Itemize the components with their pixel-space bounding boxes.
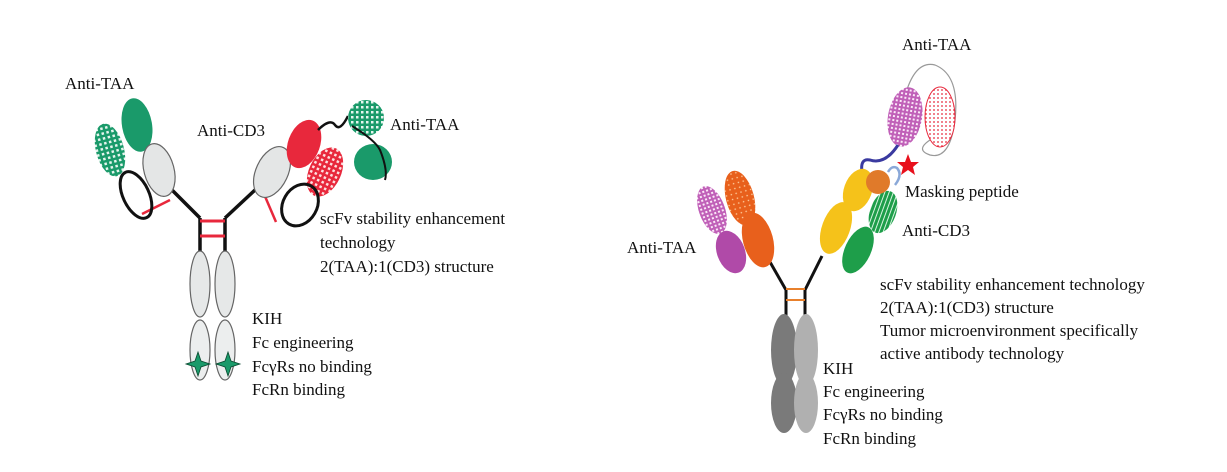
linker bbox=[768, 261, 788, 291]
feature-text: scFv stability enhancement technology bbox=[880, 275, 1145, 294]
masking-peptide bbox=[866, 170, 890, 194]
right-lower-features: KIH Fc engineering FcγRs no binding FcRn… bbox=[823, 359, 943, 448]
linker bbox=[803, 255, 824, 291]
vl-domain bbox=[306, 147, 344, 197]
vh-domain bbox=[842, 168, 874, 212]
ch1-domain bbox=[142, 143, 176, 197]
feature-text: FcγRs no binding bbox=[252, 357, 372, 376]
feature-text: 2(TAA):1(CD3) structure bbox=[880, 298, 1054, 317]
feature-text: Fc engineering bbox=[823, 382, 925, 401]
label-anti-taa: Anti-TAA bbox=[390, 115, 460, 134]
cl-loop bbox=[118, 170, 154, 220]
label-anti-cd3: Anti-CD3 bbox=[197, 121, 265, 140]
cl-loop bbox=[280, 182, 320, 228]
left-lower-features: KIH Fc engineering FcγRs no binding FcRn… bbox=[252, 309, 372, 399]
ch2-domain bbox=[189, 250, 211, 318]
linker bbox=[223, 188, 257, 220]
label-masking-peptide: Masking peptide bbox=[905, 182, 1019, 201]
label-anti-cd3: Anti-CD3 bbox=[902, 221, 970, 240]
left-upper-features: scFv stability enhancement technology 2(… bbox=[320, 209, 505, 276]
cl-domain bbox=[842, 226, 874, 274]
ch2-domain bbox=[214, 250, 236, 318]
feature-text: FcRn binding bbox=[823, 429, 917, 448]
left-antibody bbox=[94, 98, 392, 381]
right-antibody bbox=[697, 63, 957, 433]
ch3-domain bbox=[771, 373, 797, 433]
vh-domain bbox=[121, 98, 153, 152]
linker bbox=[170, 188, 202, 220]
vh-domain bbox=[286, 119, 322, 169]
feature-text: technology bbox=[320, 233, 396, 252]
ch1-domain bbox=[819, 202, 853, 254]
ch1-domain bbox=[741, 212, 775, 268]
blue-linker bbox=[860, 144, 900, 173]
label-anti-taa: Anti-TAA bbox=[65, 74, 135, 93]
ch2-domain bbox=[794, 314, 818, 386]
label-anti-taa: Anti-TAA bbox=[902, 35, 972, 54]
scfv-vl-domain bbox=[348, 100, 384, 136]
feature-text: Fc engineering bbox=[252, 333, 354, 352]
right-upper-features: scFv stability enhancement technology 2(… bbox=[880, 275, 1145, 363]
feature-text: FcRn binding bbox=[252, 380, 346, 399]
masking-linker bbox=[886, 165, 901, 186]
scfv-vh-domain bbox=[924, 86, 956, 148]
label-anti-taa: Anti-TAA bbox=[627, 238, 697, 257]
cl-domain bbox=[715, 230, 747, 274]
ch2-domain bbox=[771, 314, 797, 386]
fc-mutation-star-icon bbox=[184, 350, 212, 378]
vl-domain bbox=[868, 190, 898, 234]
feature-text: scFv stability enhancement bbox=[320, 209, 505, 228]
scfv-vh-domain bbox=[354, 144, 392, 180]
vl-domain bbox=[94, 123, 126, 177]
linker bbox=[262, 193, 278, 223]
scfv-linker bbox=[317, 115, 350, 131]
star-icon bbox=[897, 154, 919, 175]
feature-text: 2(TAA):1(CD3) structure bbox=[320, 257, 494, 276]
fc-mutation-star-icon bbox=[214, 350, 242, 378]
ch3-domain bbox=[794, 373, 818, 433]
scfv-vl-domain bbox=[887, 87, 923, 147]
scfv-linker bbox=[351, 125, 387, 181]
linker bbox=[141, 198, 171, 216]
feature-text: KIH bbox=[823, 359, 853, 378]
feature-text: KIH bbox=[252, 309, 282, 328]
feature-text: Tumor microenvironment specifically bbox=[880, 321, 1139, 340]
feature-text: active antibody technology bbox=[880, 344, 1065, 363]
feature-text: FcγRs no binding bbox=[823, 405, 943, 424]
ch1-domain bbox=[252, 146, 292, 198]
vh-domain bbox=[724, 170, 756, 226]
vl-domain bbox=[697, 186, 727, 234]
ch3-domain bbox=[214, 319, 236, 381]
